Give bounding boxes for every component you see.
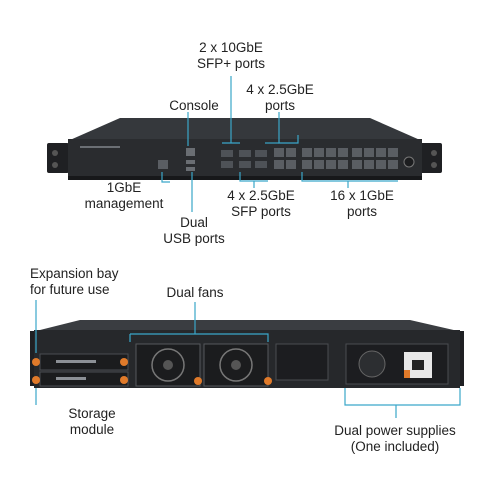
front-panel: [47, 118, 442, 180]
callout-power: Dual power supplies(One included): [334, 423, 456, 454]
fan-icon-2: [203, 343, 272, 387]
rear-panel: [30, 320, 464, 388]
callout-fans: Dual fans: [166, 285, 224, 300]
power-supply-slot-empty: [275, 343, 329, 381]
rj45-port-grid: [274, 148, 398, 169]
console-port-icon: [186, 148, 195, 156]
sfp-plus-port-icon: [221, 150, 233, 157]
usb-port-icon: [186, 160, 195, 164]
power-button-icon: [403, 156, 415, 168]
sfp-port-icon: [239, 150, 251, 157]
callout-console: Console: [169, 98, 219, 113]
fan-icon: [135, 343, 202, 387]
mgmt-rj45-icon: [158, 160, 168, 169]
front-chassis: [68, 139, 422, 179]
